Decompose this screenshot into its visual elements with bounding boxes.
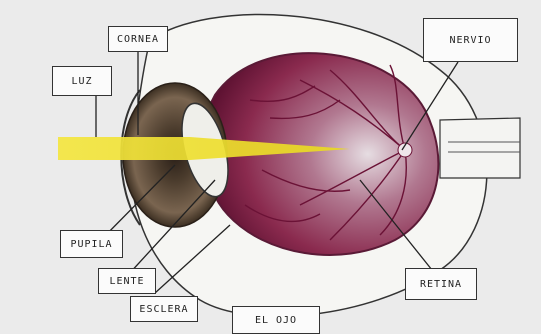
label-lente: LENTE xyxy=(98,268,156,294)
optic-nerve-shape xyxy=(440,118,520,178)
label-cornea: CORNEA xyxy=(108,26,168,52)
label-nervio: NERVIO xyxy=(423,18,518,62)
label-esclera: ESCLERA xyxy=(130,296,198,322)
label-retina: RETINA xyxy=(405,268,477,300)
label-luz: LUZ xyxy=(52,66,112,96)
diagram-title: EL OJO xyxy=(232,306,320,334)
label-pupila: PUPILA xyxy=(60,230,123,258)
